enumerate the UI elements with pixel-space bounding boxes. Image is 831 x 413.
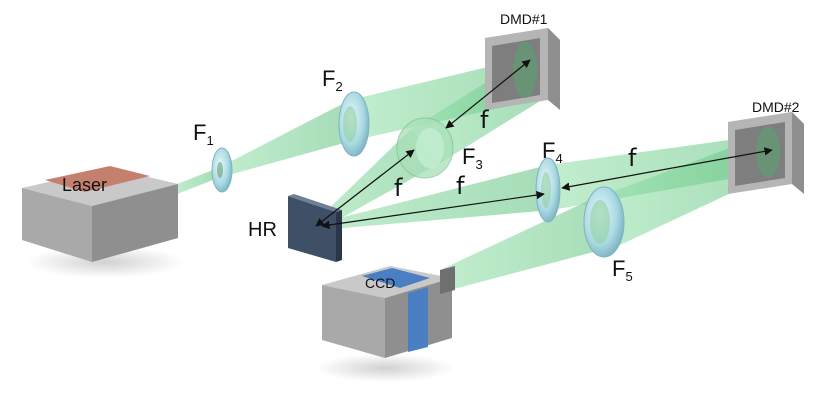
ccd-shadow [315, 354, 455, 382]
focal-label-dmd1-f3: f [480, 106, 489, 134]
hr-label: HR [248, 219, 277, 241]
beam-laser-f1 [172, 168, 218, 196]
lens-f3 [396, 117, 454, 179]
ccd-panel-side [408, 287, 428, 352]
lens-f5 [583, 186, 625, 258]
lens-f1 [211, 147, 233, 193]
laser-shadow [25, 246, 185, 278]
lens-label-f1: F1 [193, 120, 214, 148]
focal-arrow-f4-dmd2 [561, 147, 773, 191]
beam-paths [172, 58, 780, 290]
ccd: CCD [322, 266, 455, 358]
lens-f4 [535, 157, 561, 223]
lens-label-f5: F5 [612, 256, 633, 284]
focal-arrow-dmd1-f3 [445, 59, 531, 129]
lens-label-f4: F4 [542, 138, 563, 166]
ccd-label: CCD [365, 275, 395, 291]
dmd1-label: DMD#1 [500, 11, 548, 27]
beam-f5-ccd [440, 200, 620, 290]
laser-label: Laser [62, 175, 107, 195]
laser: Laser [22, 166, 178, 262]
lens-f2 [338, 91, 370, 157]
beam-f1-f2 [218, 100, 355, 178]
ccd-panel [362, 268, 430, 288]
focal-label-hr-f4: f [456, 172, 465, 200]
dmd2 [728, 112, 804, 194]
lens-label-f3: F3 [462, 144, 483, 172]
focal-label-f4-dmd2: f [628, 144, 637, 172]
dmd2-label: DMD#2 [752, 99, 800, 115]
lens-label-f2: F2 [322, 66, 343, 94]
laser-panel [45, 166, 150, 192]
focal-arrow-hr-f4 [321, 190, 545, 230]
focal-label-f3-hr: f [394, 174, 403, 202]
dmd1 [485, 28, 560, 110]
